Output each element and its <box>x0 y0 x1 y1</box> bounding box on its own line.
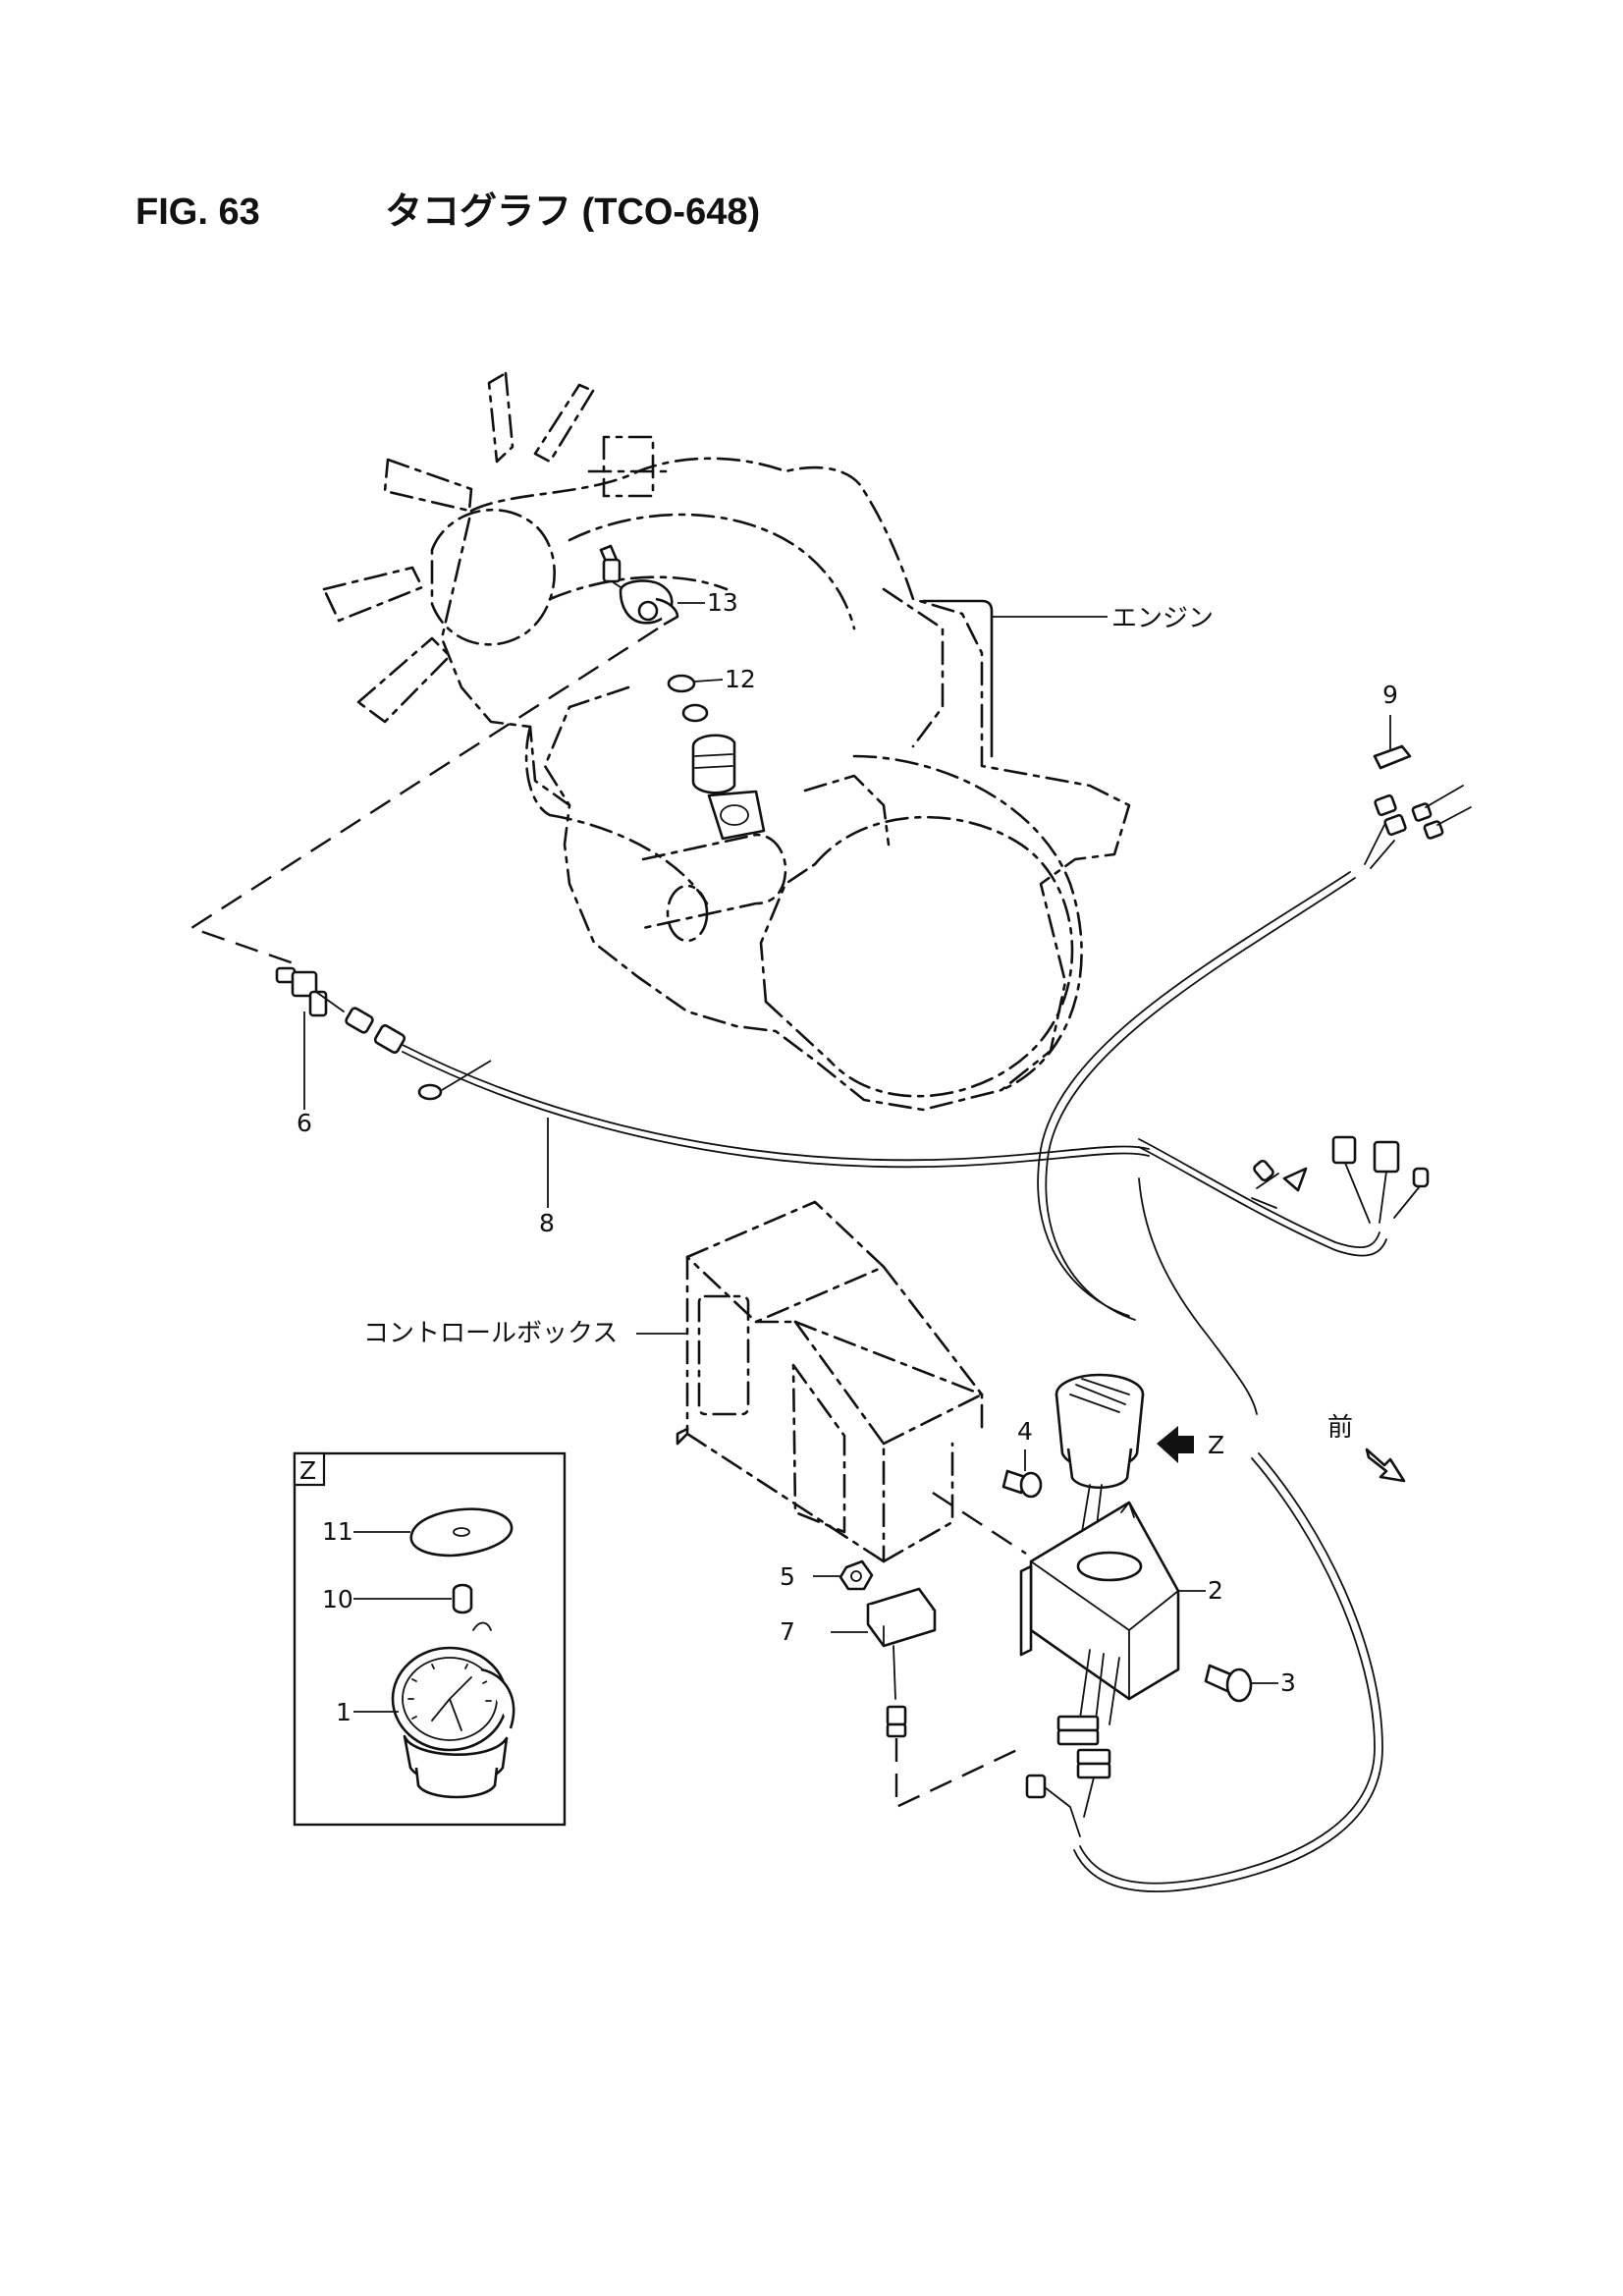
control-box-outline <box>676 1200 984 1563</box>
part-number-11: 11 <box>322 1517 353 1546</box>
figure-title: タコグラフ (TCO-648) <box>385 191 760 233</box>
bolt-3 <box>1204 1664 1253 1703</box>
part-number-10: 10 <box>322 1585 353 1613</box>
part-number-3: 3 <box>1280 1668 1296 1697</box>
bracket-connectors <box>1025 1649 1120 1837</box>
connectors-top-right <box>1364 744 1472 869</box>
tachograph-bracket <box>1019 1501 1180 1701</box>
part-number-2: 2 <box>1208 1576 1223 1605</box>
figure-number: FIG. 63 <box>135 191 260 233</box>
phantom-line-bolt <box>932 1491 1027 1556</box>
engine-label: エンジン <box>1111 604 1214 633</box>
tacho-cable <box>402 1044 1150 1169</box>
knob-10 <box>452 1583 473 1614</box>
nut-5 <box>839 1559 874 1591</box>
detail-z-box: Z 11 10 1 <box>293 1451 567 1827</box>
view-z-label: Z <box>1208 1431 1224 1459</box>
tachograph-1 <box>391 1621 515 1799</box>
front-arrow-icon <box>1365 1448 1406 1483</box>
engine-bracket-line <box>921 599 994 758</box>
phantom-line-sensor <box>894 1738 1022 1809</box>
part-number-8: 8 <box>539 1209 555 1237</box>
detail-z-tag: Z <box>299 1456 316 1485</box>
control-box-label: コントロールボックス <box>363 1319 618 1348</box>
sensor-7 <box>866 1587 937 1738</box>
part-number-7: 7 <box>780 1617 795 1646</box>
cable-clip <box>417 1083 443 1101</box>
wiring-harness <box>1037 871 1387 1892</box>
part-number-4: 4 <box>1017 1417 1033 1446</box>
part-number-13: 13 <box>707 588 738 617</box>
part-number-1: 1 <box>336 1698 352 1726</box>
leader-12 <box>693 679 724 683</box>
cable-end-fitting <box>275 966 406 1054</box>
part-number-6: 6 <box>297 1109 312 1137</box>
bolt-4 <box>1001 1469 1043 1499</box>
gasket-and-sleeve <box>667 674 766 841</box>
view-z-arrow-icon <box>1157 1426 1194 1463</box>
leader-clip <box>441 1060 492 1091</box>
connectors-middle-right <box>1251 1135 1430 1224</box>
sender-unit <box>599 544 679 627</box>
phantom-line-sender-to-cable <box>189 627 659 967</box>
part-number-5: 5 <box>780 1562 795 1591</box>
tachograph-head <box>1055 1373 1145 1489</box>
part-number-12: 12 <box>725 665 756 693</box>
engine-outline <box>322 371 1131 1112</box>
cover-disc-11 <box>409 1507 514 1558</box>
front-label: 前 <box>1327 1413 1353 1443</box>
part-number-9: 9 <box>1382 681 1398 709</box>
